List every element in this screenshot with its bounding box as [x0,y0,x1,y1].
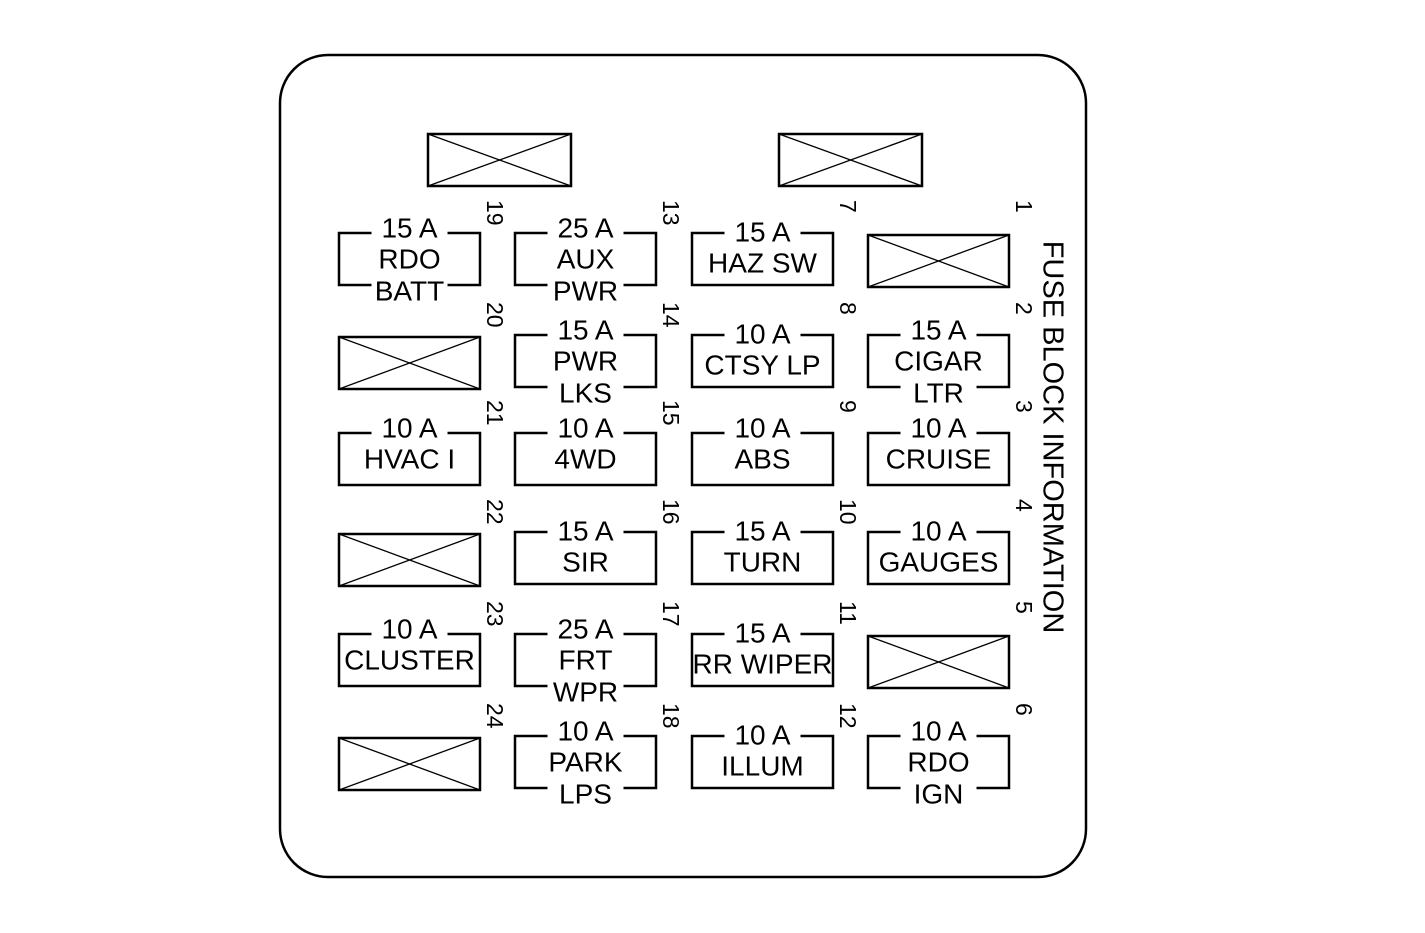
fuse-rating: 10 A [910,515,966,546]
diagram-title: FUSE BLOCK INFORMATION [1036,241,1068,634]
fuse-number: 22 [482,499,508,525]
fuse-circuit-label: PARK [548,746,622,777]
fuse-circuit-label: GAUGES [879,546,999,577]
fuse-number: 1 [1011,200,1037,213]
fuse-circuit-label: PWR [553,345,618,376]
fuse-number: 7 [835,200,861,213]
fuse-number: 14 [658,302,684,328]
fuse-rating: 10 A [910,715,966,746]
fuse-rating: 25 A [557,613,613,644]
fuse-circuit-label: 4WD [554,443,616,474]
fuse-number: 15 [658,400,684,426]
fuse-circuit-label: RDO [907,746,969,777]
top-relay-slots [426,132,924,188]
fuse-circuit-label: HVAC I [364,443,455,474]
fuse-number: 24 [482,703,508,729]
fuse-number: 11 [835,601,861,625]
fuse-number: 9 [835,400,861,413]
fuse-circuit-label: ABS [734,443,790,474]
fuse-circuit-label: LPS [559,778,612,809]
fuse-circuit-label: SIR [562,546,609,577]
fuse-number: 4 [1011,499,1037,512]
fuse-number: 16 [658,499,684,525]
fuse-rating: 15 A [557,314,613,345]
fuse-rating: 10 A [734,719,790,750]
empty-relay-slot [426,132,573,188]
fuse-rating: 15 A [381,212,437,243]
fuse-rating: 15 A [734,617,790,648]
fuse-number: 17 [658,601,684,627]
fuse-circuit-label: RR WIPER [693,648,833,679]
fuse-rating: 10 A [557,412,613,443]
fuse-circuit-label: AUX [557,243,615,274]
fuse-rating: 10 A [734,412,790,443]
fuse-circuit-label: LKS [559,377,612,408]
empty-fuse-slot: 20 [337,302,508,391]
fuse-circuit-label: FRT [559,644,613,675]
fuse-circuit-label: CLUSTER [344,644,475,675]
fuse-number: 5 [1011,601,1037,614]
fuse-circuit-label: RDO [378,243,440,274]
fuse-number: 10 [835,499,861,525]
fuse-number: 21 [482,400,508,426]
fuse-circuit-label: TURN [724,546,802,577]
fuse-rating: 15 A [557,515,613,546]
fuse-number: 3 [1011,400,1037,413]
empty-relay-slot [777,132,924,188]
fuse-number: 23 [482,601,508,627]
fuse-number: 12 [835,703,861,729]
fuse-circuit-label: CRUISE [886,443,992,474]
fuse-number: 20 [482,302,508,328]
empty-fuse-slot: 5 [866,601,1037,690]
fuse-rating: 10 A [910,412,966,443]
fuse-rating: 15 A [734,515,790,546]
fuse-circuit-label: LTR [913,377,964,408]
empty-fuse-slot: 22 [337,499,508,588]
fuse-rating: 10 A [381,412,437,443]
fuse-circuit-label: ILLUM [721,750,803,781]
empty-fuse-slot: 1 [866,200,1037,289]
fuse-circuit-label: CTSY LP [704,349,820,380]
fuse-rating: 15 A [910,314,966,345]
fuse-rating: 10 A [734,318,790,349]
fuse-rating: 15 A [734,216,790,247]
fuse-circuit-label: CIGAR [894,345,983,376]
fuse-number: 2 [1011,302,1037,315]
fuse-rating: 25 A [557,212,613,243]
fuse-circuit-label: WPR [553,676,618,707]
fuse-number: 8 [835,302,861,315]
fuse-number: 18 [658,703,684,729]
fuse-rating: 10 A [381,613,437,644]
fuse-circuit-label: BATT [375,275,444,306]
fuse-circuit-label: PWR [553,275,618,306]
fuse-number: 6 [1011,703,1037,716]
fuse-circuit-label: IGN [914,778,964,809]
fuse-circuit-label: HAZ SW [708,247,817,278]
empty-fuse-slot: 24 [337,703,508,792]
fuse-number: 13 [658,200,684,226]
fuse-rating: 10 A [557,715,613,746]
fuse-number: 19 [482,200,508,226]
